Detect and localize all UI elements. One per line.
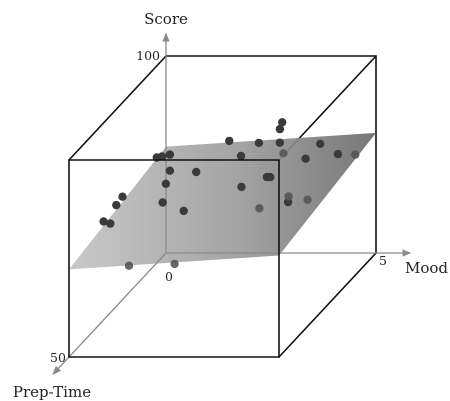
data-point [236, 151, 246, 161]
data-point [275, 124, 285, 134]
data-point [225, 136, 234, 146]
y-axis [52, 252, 167, 375]
data-point [165, 166, 175, 175]
y-tick-max: 50 [50, 350, 66, 365]
data-point [279, 149, 288, 158]
data-point [275, 138, 284, 147]
data-point [284, 192, 293, 201]
data-point [266, 172, 275, 182]
data-point [124, 261, 134, 270]
data-point [170, 259, 179, 269]
data-point [161, 179, 171, 188]
data-point [303, 195, 312, 204]
data-point [192, 167, 201, 177]
data-point [118, 192, 127, 201]
data-point [158, 198, 167, 207]
data-point [333, 149, 343, 159]
data-point [301, 154, 310, 163]
bounding-box-front [68, 159, 280, 358]
data-point [99, 217, 108, 226]
data-point [316, 139, 325, 148]
points-layer [99, 118, 360, 270]
axes-layer [52, 32, 412, 375]
labels-layer: Score Mood Prep-Time 100 0 5 50 [13, 10, 449, 401]
x-tick-min: 0 [165, 269, 173, 284]
data-point [106, 219, 115, 228]
box-edge-top-left-depth [68, 55, 167, 161]
x-axis-label: Mood [405, 259, 448, 277]
data-point [278, 118, 287, 127]
data-point [179, 206, 188, 216]
x-tick-max: 5 [379, 253, 387, 268]
y-axis-label: Prep-Time [13, 383, 91, 401]
box-edge-bottom-right-depth [278, 252, 377, 358]
data-point [157, 152, 167, 161]
z-axis-label: Score [144, 10, 188, 28]
z-tick-max: 100 [136, 48, 160, 63]
data-point [237, 182, 246, 192]
data-point [255, 204, 264, 213]
data-point [351, 150, 360, 159]
data-point [165, 150, 175, 159]
data-point [254, 138, 264, 148]
regression-plane-layer [69, 132, 376, 270]
regression-plane [69, 132, 376, 270]
data-point [112, 200, 121, 210]
